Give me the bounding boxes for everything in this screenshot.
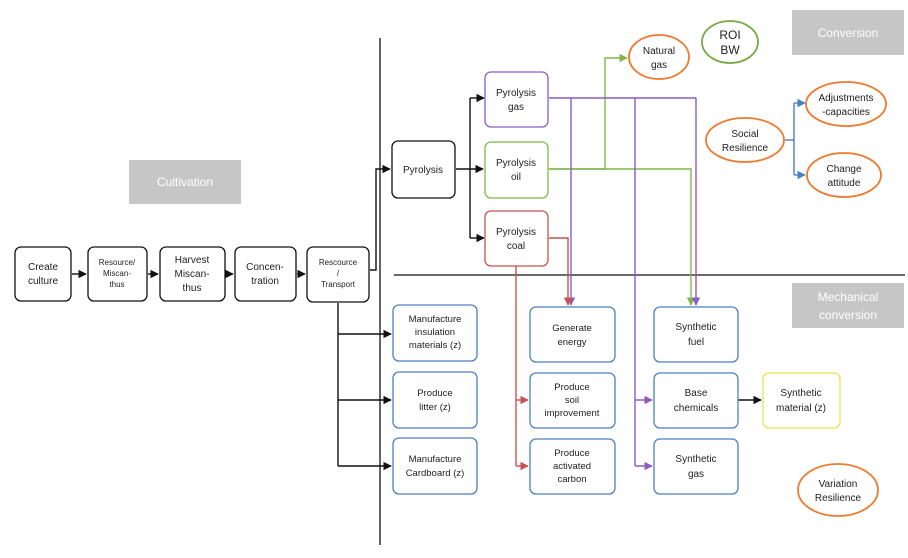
black-connectors	[72, 93, 762, 471]
cardboard-line-2: Cardboard (z)	[406, 468, 465, 479]
harvest-miscanthus-line-2: Miscan-	[174, 269, 209, 280]
resource-transport-line-1: Rescource	[319, 258, 358, 267]
concentration-box[interactable]: Concen- tration	[234, 246, 297, 302]
synthetic-material-line-2: material (z)	[776, 403, 826, 414]
resource-transport-line-2: /	[337, 269, 340, 278]
harvest-miscanthus-line-1: Harvest	[175, 255, 210, 266]
mechanical-banner-line-2: conversion	[819, 308, 877, 322]
connector	[549, 237, 573, 306]
change-attitude-line-2: attitude	[828, 178, 861, 189]
resource-transport-line-3: Transport	[321, 280, 356, 289]
create-culture-box[interactable]: Create culture	[14, 246, 72, 302]
insulation-line-2: insulation	[415, 327, 455, 338]
harvest-miscanthus-box[interactable]: Harvest Miscan- thus	[159, 246, 226, 302]
pyrolysis-oil-box[interactable]: Pyrolysis oil	[484, 141, 549, 199]
activated-carbon-box[interactable]: Produce activated carbon	[529, 438, 616, 495]
adjustments-capacities-ellipse[interactable]: Adjustments -capacities	[805, 81, 887, 127]
cultivation-banner-label: Cultivation	[157, 175, 213, 189]
change-attitude-ellipse[interactable]: Change attitude	[806, 152, 882, 198]
purple-connectors	[549, 97, 701, 471]
insulation-line-3: materials (z)	[409, 340, 461, 351]
pyrolysis-box[interactable]: Pyrolysis	[391, 140, 456, 199]
synthetic-gas-line-2: gas	[688, 469, 704, 480]
concentration-line-2: tration	[251, 276, 279, 287]
resource-miscanthus-line-1: Resource/	[99, 258, 136, 267]
pyrolysis-coal-line-1: Pyrolysis	[496, 227, 536, 238]
pyrolysis-label: Pyrolysis	[403, 165, 443, 176]
social-resilience-line-1: Social	[731, 129, 758, 140]
generate-energy-line-1: Generate	[552, 323, 592, 334]
cardboard-line-1: Manufacture	[409, 454, 462, 465]
create-culture-line-1: Create	[28, 262, 58, 273]
change-attitude-line-1: Change	[826, 164, 861, 175]
soil-improvement-line-1: Produce	[554, 382, 589, 393]
variation-resilience-line-1: Variation	[819, 479, 858, 490]
resource-miscanthus-line-2: Miscan-	[103, 269, 131, 278]
harvest-miscanthus-line-3: thus	[183, 283, 202, 294]
base-chemicals-line-1: Base	[685, 388, 708, 399]
pyrolysis-coal-line-2: coal	[507, 241, 525, 252]
manufacture-cardboard-box[interactable]: Manufacture Cardboard (z)	[392, 437, 478, 495]
roi-bw-line-1: ROI	[719, 28, 740, 42]
concentration-line-1: Concen-	[246, 262, 284, 273]
pyrolysis-coal-box[interactable]: Pyrolysis coal	[484, 210, 549, 267]
pyrolysis-oil-line-2: oil	[511, 172, 521, 183]
soil-improvement-box[interactable]: Produce soil improvement	[529, 372, 616, 429]
pyrolysis-gas-line-1: Pyrolysis	[496, 88, 536, 99]
activated-carbon-line-1: Produce	[554, 448, 589, 459]
synthetic-material-box[interactable]: Synthetic material (z)	[762, 372, 841, 429]
synthetic-material-line-1: Synthetic	[780, 388, 821, 399]
generate-energy-box[interactable]: Generate energy	[529, 306, 616, 363]
adjustments-line-2: -capacities	[822, 107, 870, 118]
activated-carbon-line-2: activated	[553, 461, 591, 472]
social-resilience-ellipse[interactable]: Social Resilience	[705, 117, 785, 163]
litter-line-1: Produce	[417, 388, 452, 399]
roi-bw-ellipse[interactable]: ROI BW	[701, 20, 759, 64]
synthetic-fuel-line-2: fuel	[688, 337, 704, 348]
mechanical-conversion-banner: Mechanical conversion	[792, 283, 904, 328]
base-chemicals-line-2: chemicals	[674, 403, 718, 414]
connector	[370, 164, 391, 271]
roi-bw-line-2: BW	[720, 43, 740, 57]
conversion-banner: Conversion	[792, 10, 904, 55]
green-connectors	[549, 53, 696, 306]
insulation-line-1: Manufacture	[409, 314, 462, 325]
pyrolysis-gas-box[interactable]: Pyrolysis gas	[484, 71, 549, 128]
cultivation-banner: Cultivation	[129, 160, 241, 204]
produce-litter-box[interactable]: Produce litter (z)	[392, 371, 478, 429]
manufacture-insulation-box[interactable]: Manufacture insulation materials (z)	[392, 304, 478, 362]
connector	[549, 53, 628, 170]
variation-resilience-ellipse[interactable]: Variation Resilience	[797, 463, 879, 517]
connector	[549, 168, 696, 306]
litter-line-2: litter (z)	[419, 402, 451, 413]
synthetic-fuel-line-1: Synthetic	[675, 322, 716, 333]
soil-improvement-line-2: soil	[565, 395, 579, 406]
generate-energy-line-2: energy	[557, 337, 586, 348]
resource-miscanthus-box[interactable]: Resource/ Miscan- thus	[87, 246, 148, 302]
blue-connectors	[785, 98, 806, 180]
conversion-banner-label: Conversion	[818, 26, 879, 40]
pyrolysis-gas-line-2: gas	[508, 102, 524, 113]
adjustments-line-1: Adjustments	[818, 93, 873, 104]
mechanical-banner-line-1: Mechanical	[818, 290, 879, 304]
synthetic-gas-box[interactable]: Synthetic gas	[653, 438, 739, 495]
natural-gas-ellipse[interactable]: Natural gas	[628, 34, 690, 80]
base-chemicals-box[interactable]: Base chemicals	[653, 372, 739, 429]
soil-improvement-line-3: improvement	[545, 408, 600, 419]
create-culture-line-2: culture	[28, 276, 58, 287]
synthetic-fuel-box[interactable]: Synthetic fuel	[653, 306, 739, 363]
variation-resilience-line-2: Resilience	[815, 493, 862, 504]
resource-miscanthus-line-3: thus	[109, 280, 124, 289]
natural-gas-line-1: Natural	[643, 46, 675, 57]
natural-gas-line-2: gas	[651, 60, 667, 71]
pyrolysis-oil-line-1: Pyrolysis	[496, 158, 536, 169]
resource-transport-box[interactable]: Rescource / Transport	[306, 246, 370, 303]
red-connectors	[515, 237, 573, 471]
activated-carbon-line-3: carbon	[557, 474, 586, 485]
synthetic-gas-line-1: Synthetic	[675, 454, 716, 465]
social-resilience-line-2: Resilience	[722, 143, 769, 154]
